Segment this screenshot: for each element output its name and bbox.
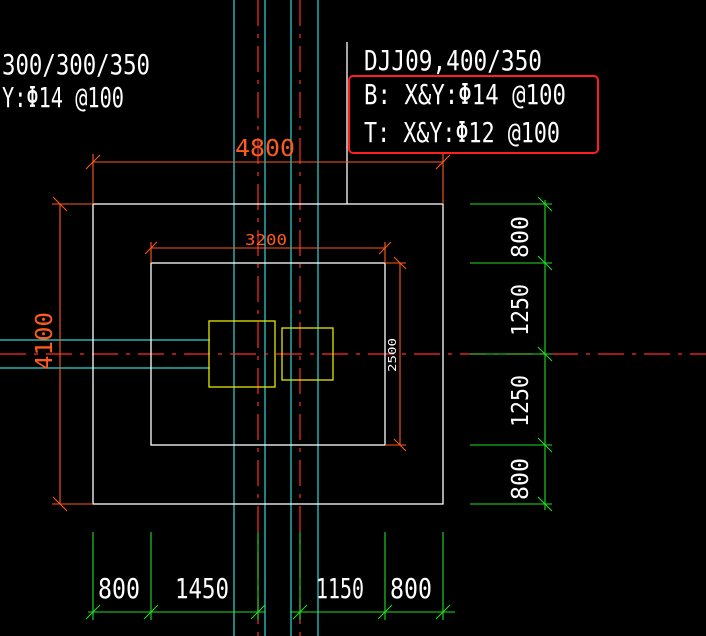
highlight-box: [348, 75, 599, 154]
dim-bottom-tick-1: [85, 604, 101, 620]
footing-outer-outline: [92, 203, 444, 505]
dim-inner-right-tick-top: [393, 256, 407, 270]
dim-right-4: 800: [508, 458, 534, 500]
note-title: DJJ09,400/350: [364, 44, 542, 77]
left-label-line2: Y:Φ14 @100: [2, 81, 124, 114]
dim-bottom-4: 800: [390, 572, 432, 605]
dim-bottom-tick-6: [435, 604, 451, 620]
note-top-rebar: T: X&Y:Φ12 @100: [364, 116, 560, 149]
dim-right-tick-4: [537, 437, 553, 453]
dim-inner-height: 2500: [386, 338, 399, 372]
dim-right-1: 800: [508, 216, 534, 258]
dim-top-tick-right: [435, 154, 451, 170]
dim-left-tick-top: [52, 196, 68, 212]
dim-left-tick-bottom: [52, 496, 68, 512]
column-right: [281, 327, 334, 381]
dim-bottom-tick-2: [143, 604, 159, 620]
dim-bottom-tick-3: [250, 604, 266, 620]
dim-bottom-2: 1450: [175, 572, 229, 605]
dim-inner-top-tick-left: [144, 241, 158, 255]
left-label-line1: 300/300/350: [2, 48, 150, 81]
dim-lines-right: [470, 196, 553, 512]
dim-right-tick-3: [537, 346, 553, 362]
footing-outlines: [92, 42, 444, 505]
dim-right-tick-1: [537, 196, 553, 212]
dim-bottom-tick-4: [292, 604, 308, 620]
dim-inner-width: 3200: [245, 231, 287, 249]
dim-right-tick-5: [537, 496, 553, 512]
dim-top-tick-left: [85, 154, 101, 170]
dim-bottom-tick-5: [377, 604, 393, 620]
dim-lines-orange: [52, 154, 451, 512]
dim-inner-top-tick-right: [378, 241, 392, 255]
footing-inner-outline: [150, 262, 386, 446]
dim-lines-bottom: [85, 532, 455, 620]
columns: [208, 320, 334, 388]
dim-right-3: 1250: [508, 375, 534, 427]
dim-right-tick-2: [537, 255, 553, 271]
dim-bottom-1: 800: [98, 572, 140, 605]
dim-overall-height: 4100: [32, 312, 58, 370]
note-bottom-rebar: B: X&Y:Φ14 @100: [364, 78, 566, 111]
dim-inner-right-tick-bottom: [393, 438, 407, 452]
dim-right-2: 1250: [508, 284, 534, 336]
column-left: [208, 320, 276, 388]
dim-bottom-3: 1150: [316, 572, 364, 605]
dim-overall-width: 4800: [235, 136, 295, 162]
grid-lines: [0, 0, 319, 636]
